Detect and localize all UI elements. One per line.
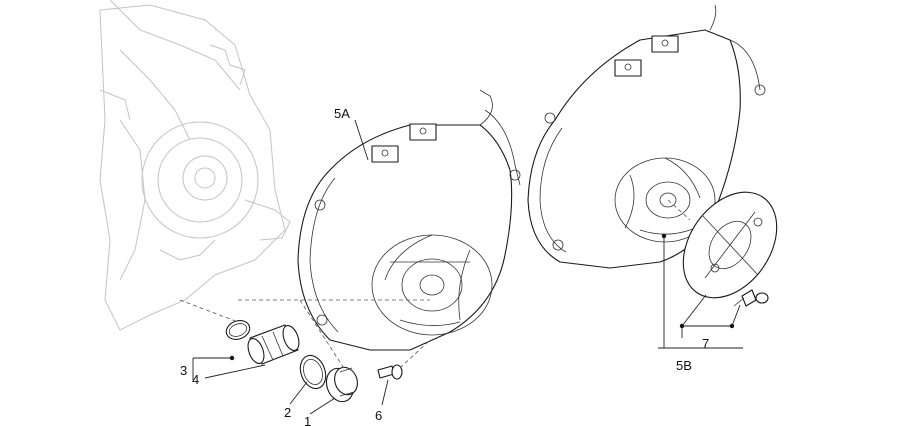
callout-3: 3	[180, 363, 187, 378]
assembly-lines	[179, 199, 691, 371]
callout-2: 2	[284, 405, 291, 420]
callout-1: 1	[304, 414, 311, 426]
fan-cover-5b	[527, 4, 766, 269]
fan-cover-5a	[297, 89, 521, 351]
fan-grille-disc	[682, 191, 778, 299]
screw	[377, 364, 403, 380]
callout-5b: 5B	[676, 358, 692, 373]
filter-cartridge	[247, 324, 300, 365]
o-ring-small	[225, 320, 251, 340]
callout-7: 7	[702, 336, 709, 351]
grille-screw	[733, 289, 769, 307]
leader-lines	[192, 119, 743, 415]
engine-crankcase-ghost	[99, 0, 291, 331]
callout-5a: 5A	[334, 106, 350, 121]
plug-cap	[325, 366, 358, 403]
o-ring-large	[299, 354, 327, 390]
callout-6: 6	[375, 408, 382, 423]
callout-4: 4	[192, 372, 199, 387]
